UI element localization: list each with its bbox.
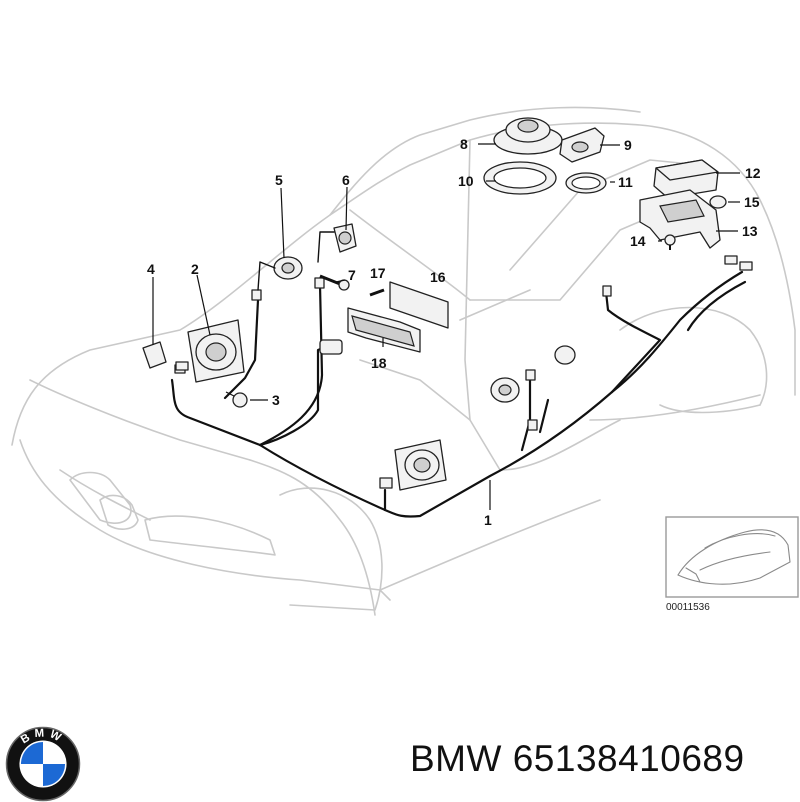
holder-18 xyxy=(347,307,421,353)
callout-10: 10 xyxy=(458,173,474,189)
speaker-8 xyxy=(493,117,563,155)
logo-quadrant-top-right xyxy=(43,741,66,764)
speaker-5 xyxy=(257,256,303,291)
callout-16: 16 xyxy=(430,269,446,285)
callout-13: 13 xyxy=(742,223,758,239)
bmw-logo: BMW xyxy=(5,726,81,802)
screw-3 xyxy=(225,391,248,408)
callout-5: 5 xyxy=(275,172,283,188)
caption-brand: BMW xyxy=(410,738,502,779)
grommet-15 xyxy=(709,195,727,209)
callout-labels: 1 2 3 4 5 6 7 8 9 10 11 12 13 14 15 16 1… xyxy=(147,136,761,528)
bracket-9 xyxy=(559,127,605,163)
logo-quadrant-bottom-right xyxy=(43,764,66,787)
speaker-2 xyxy=(187,319,245,383)
bracket-13 xyxy=(639,189,721,249)
car-outline xyxy=(11,106,796,616)
callout-1: 1 xyxy=(484,512,492,528)
rear-speaker xyxy=(490,345,576,403)
plate-16 xyxy=(389,281,449,329)
callout-3: 3 xyxy=(272,392,280,408)
logo-quadrant-bottom-left xyxy=(20,764,43,787)
connector-group xyxy=(174,255,753,489)
callout-2: 2 xyxy=(191,261,199,277)
tweeter-4 xyxy=(142,341,189,371)
leader-lines xyxy=(152,143,740,510)
callout-11: 11 xyxy=(618,174,633,190)
door-speaker xyxy=(394,439,447,491)
callout-9: 9 xyxy=(624,137,632,153)
callout-15: 15 xyxy=(744,194,760,210)
callout-12: 12 xyxy=(745,165,761,181)
pin-17 xyxy=(369,288,385,297)
screw-14 xyxy=(664,234,676,250)
caption-part-number: 65138410689 xyxy=(512,738,745,779)
thumbnail-id: 00011536 xyxy=(666,602,710,613)
thumbnail-inset: 00011536 xyxy=(665,516,799,613)
logo-quadrant-top-left xyxy=(20,741,43,764)
callout-7: 7 xyxy=(348,267,356,283)
callout-17: 17 xyxy=(370,265,386,281)
ring-10 xyxy=(483,161,557,195)
callout-14: 14 xyxy=(630,233,646,249)
bolt-7 xyxy=(319,274,350,291)
wiring-harness xyxy=(170,270,747,518)
part-caption: BMW 65138410689 xyxy=(410,738,790,780)
speaker-6 xyxy=(317,223,357,263)
callout-6: 6 xyxy=(342,172,350,188)
amplifier-12 xyxy=(653,159,719,199)
ring-11 xyxy=(565,172,607,194)
callout-4: 4 xyxy=(147,261,155,277)
callout-8: 8 xyxy=(460,136,468,152)
callout-18: 18 xyxy=(371,355,387,371)
